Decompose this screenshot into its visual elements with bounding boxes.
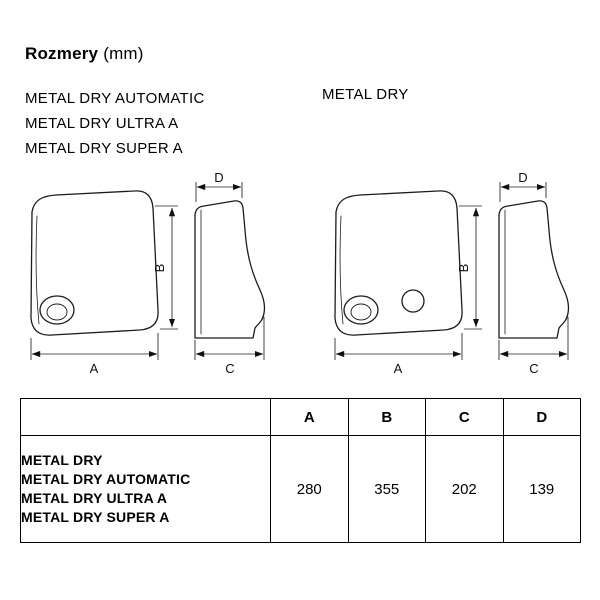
air-outlet-inner bbox=[46, 303, 68, 321]
table-model-line-1: METAL DRY bbox=[21, 452, 103, 468]
table-row: METAL DRY METAL DRY AUTOMATIC METAL DRY … bbox=[20, 435, 581, 543]
dimension-lines bbox=[334, 182, 569, 360]
dim-label-a: A bbox=[90, 361, 99, 376]
dim-label-b: B bbox=[152, 264, 167, 273]
table-header-row: A B C D bbox=[20, 398, 581, 436]
air-outlet bbox=[39, 295, 75, 325]
table-value-d: 139 bbox=[502, 435, 581, 543]
dim-label-a: A bbox=[394, 361, 403, 376]
model-line-2: METAL DRY ULTRA A bbox=[25, 115, 179, 132]
model-list-left: METAL DRY AUTOMATIC METAL DRY ULTRA A ME… bbox=[25, 86, 205, 161]
dimension-labels: A B C D bbox=[394, 170, 539, 376]
dimension-lines bbox=[30, 182, 265, 360]
table-model-line-4: METAL DRY SUPER A bbox=[21, 509, 170, 525]
side-view-outline bbox=[194, 200, 266, 339]
table-model-line-3: METAL DRY ULTRA A bbox=[21, 490, 168, 506]
table-value-a: 280 bbox=[270, 435, 349, 543]
table-header-d: D bbox=[502, 398, 581, 436]
model-line-3: METAL DRY SUPER A bbox=[25, 140, 183, 157]
dimensions-table: A B C D METAL DRY METAL DRY AUTOMATIC ME… bbox=[20, 398, 581, 543]
page-title: Rozmery(mm) bbox=[25, 44, 144, 64]
table-header-b: B bbox=[347, 398, 426, 436]
model-label-right: METAL DRY bbox=[322, 86, 409, 103]
table-models-cell: METAL DRY METAL DRY AUTOMATIC METAL DRY … bbox=[20, 435, 271, 543]
table-header-c: C bbox=[425, 398, 504, 436]
title-unit: (mm) bbox=[103, 44, 144, 63]
dim-label-c: C bbox=[225, 361, 234, 376]
title-word: Rozmery bbox=[25, 44, 99, 63]
table-header-models bbox=[20, 398, 271, 436]
diagram-metal-dry-automatic: A B C D bbox=[30, 170, 266, 376]
dim-label-d: D bbox=[518, 170, 527, 185]
table-value-b: 355 bbox=[347, 435, 426, 543]
model-line-1: METAL DRY AUTOMATIC bbox=[25, 90, 205, 107]
front-view-inner-edge bbox=[35, 215, 40, 325]
dim-label-b: B bbox=[456, 264, 471, 273]
dim-label-c: C bbox=[529, 361, 538, 376]
air-outlet bbox=[343, 295, 379, 325]
front-view-outline bbox=[334, 190, 463, 336]
dim-label-d: D bbox=[214, 170, 223, 185]
table-value-c: 202 bbox=[425, 435, 504, 543]
diagram-metal-dry: A B C D bbox=[334, 170, 570, 376]
dimension-labels: A B C D bbox=[90, 170, 235, 376]
table-model-line-2: METAL DRY AUTOMATIC bbox=[21, 471, 191, 487]
front-view-outline bbox=[30, 190, 159, 336]
front-view-inner-edge bbox=[339, 215, 344, 325]
table-header-a: A bbox=[270, 398, 349, 436]
air-outlet-inner bbox=[350, 303, 372, 321]
side-view-outline bbox=[498, 200, 570, 339]
push-button bbox=[401, 289, 425, 313]
